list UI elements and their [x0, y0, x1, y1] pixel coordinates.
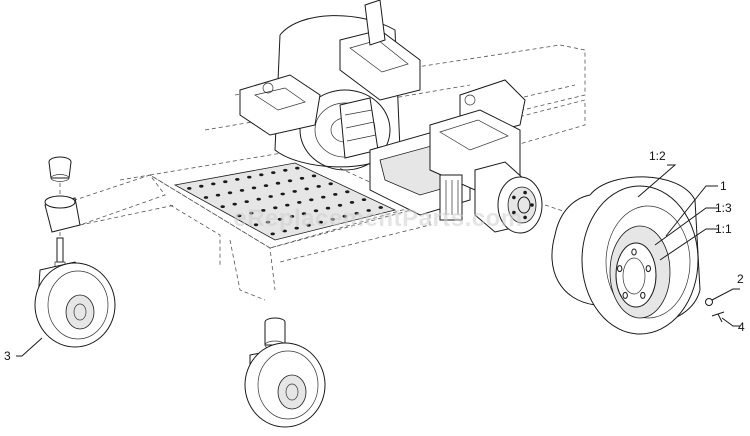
deck-perforation [361, 198, 367, 202]
lug-nut [622, 291, 628, 299]
deck-perforation [333, 193, 338, 196]
deck-perforation [256, 197, 261, 201]
deck-perforation [235, 178, 240, 181]
deck-perforation [244, 200, 249, 204]
wheel-motor-hub [474, 161, 591, 234]
deck-perforation [268, 195, 273, 198]
deck-perforation [304, 187, 309, 191]
deck-perforation [239, 189, 245, 192]
deck-perforation [251, 186, 257, 190]
deck-perforation [227, 191, 233, 195]
deck-perforation [199, 184, 204, 188]
hub-stud [512, 210, 516, 215]
deck-perforation [325, 206, 331, 210]
callout-1-2: 1:2 [649, 149, 666, 163]
deck-perforation [299, 176, 305, 180]
leader-lines [16, 164, 740, 357]
rear-wheel-assembly [551, 176, 725, 335]
hub-stud [512, 195, 516, 200]
deck-perforation [187, 187, 192, 190]
deck-perforation [354, 212, 359, 215]
deck-perforation [237, 214, 242, 218]
deck-perforation [313, 209, 319, 213]
deck-perforation [345, 190, 350, 194]
deck-plate [173, 162, 397, 241]
deck-perforation [270, 232, 275, 236]
deck-perforation [280, 192, 285, 196]
caster-assembly-left [34, 156, 116, 348]
caster-assembly-center [244, 317, 326, 428]
deck-perforation [282, 229, 287, 233]
deck-perforation [328, 182, 333, 186]
callout-4: 4 [738, 320, 745, 334]
deck-perforation [295, 166, 300, 170]
deck-perforation [211, 182, 216, 186]
deck-perforation [287, 179, 293, 183]
deck-perforation [301, 212, 307, 216]
lug-nut [645, 265, 651, 273]
transmission-block [369, 109, 521, 221]
deck-perforation [289, 215, 295, 218]
deck-perforation [263, 184, 269, 188]
deck-perforation [271, 171, 276, 175]
deck-perforation [259, 173, 264, 177]
deck-perforation [294, 226, 299, 230]
deck-perforation [342, 214, 347, 218]
hub-stud [530, 203, 534, 207]
deck-perforation [297, 201, 302, 204]
deck-perforation [311, 174, 317, 178]
deck-perforation [223, 180, 228, 184]
deck-perforation [247, 175, 252, 179]
deck-perforation [283, 168, 288, 172]
deck-perforation [378, 206, 383, 209]
callout-1: 1 [720, 179, 727, 193]
deck-perforation [203, 196, 209, 199]
hub-stud [523, 215, 527, 220]
deck-perforation [277, 217, 283, 221]
deck-perforation [273, 206, 278, 210]
hub-stud [523, 190, 527, 195]
deck-perforation [316, 185, 321, 188]
deck-perforation [220, 205, 225, 209]
upper-frame-detail [239, 0, 526, 159]
deck-perforation [349, 201, 355, 204]
callout-1-3: 1:3 [715, 201, 732, 215]
deck-perforation [366, 209, 371, 212]
watermark-text: eReplacementParts.com [233, 205, 522, 232]
callout-2: 2 [737, 272, 744, 286]
deck-perforation [232, 202, 237, 206]
lug-nut [617, 265, 623, 273]
deck-perforation [337, 203, 343, 207]
deck-perforation [249, 211, 254, 215]
deck-perforation [309, 198, 314, 202]
deck-perforation [321, 195, 326, 199]
deck-perforation [253, 223, 259, 227]
callout-1-1: 1:1 [715, 222, 732, 236]
deck-perforation [285, 203, 290, 207]
deck-perforation [215, 193, 221, 197]
deck-perforation [265, 220, 271, 224]
deck-perforation [330, 217, 335, 221]
lug-nut [640, 291, 646, 299]
callout-3: 3 [4, 349, 11, 363]
deck-perforation [261, 209, 266, 212]
deck-perforation [275, 181, 281, 185]
deck-perforation [318, 220, 323, 224]
lug-nut [631, 248, 637, 256]
deck-perforation [306, 223, 311, 227]
deck-perforation [292, 190, 297, 193]
